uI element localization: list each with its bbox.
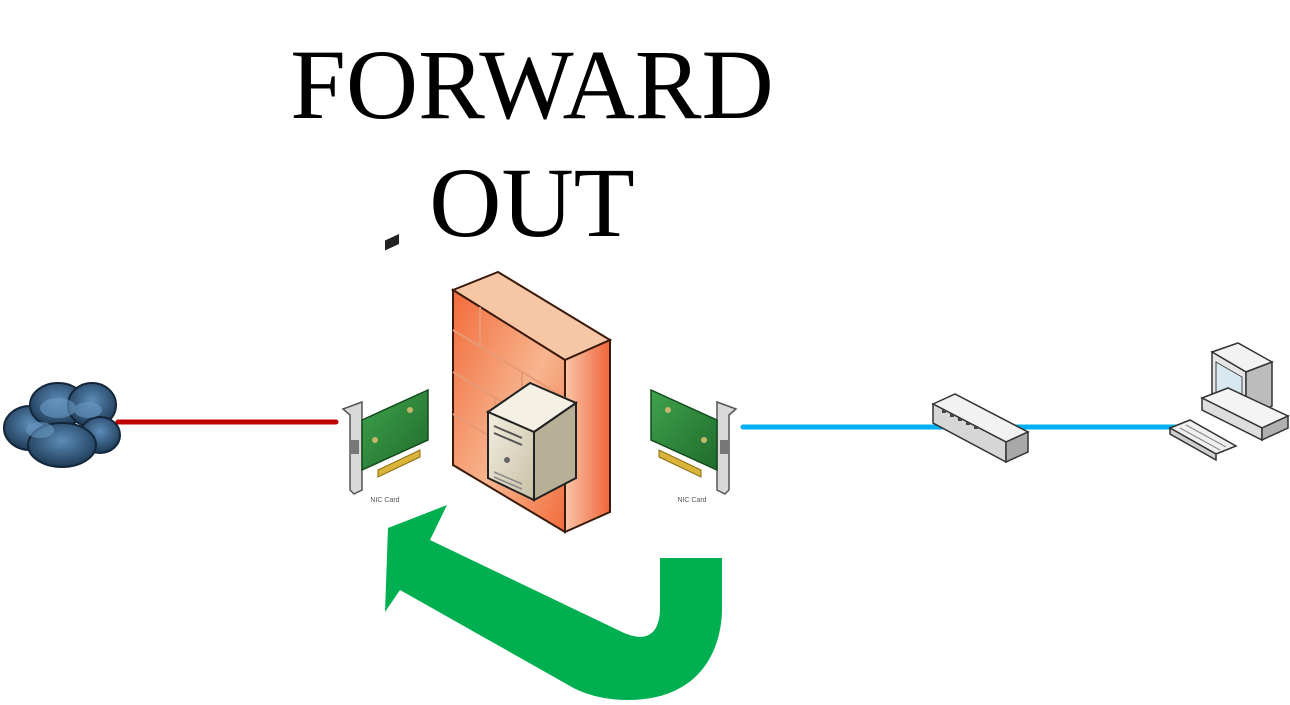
nic-card-right-icon: NIC Card: [650, 388, 738, 504]
nic-right-label: NIC Card: [677, 497, 706, 504]
nic-left-label: NIC Card: [370, 497, 399, 504]
title-forward: FORWARD: [290, 29, 774, 140]
nic-card-left-icon: NIC Card: [341, 233, 429, 504]
cloud-icon: [3, 382, 121, 468]
curved-arrow-icon: [385, 505, 722, 700]
firewall-server-icon: [450, 270, 613, 534]
switch-icon: [931, 393, 1030, 464]
computer-icon: [1168, 342, 1290, 462]
title-out: OUT: [429, 147, 635, 258]
